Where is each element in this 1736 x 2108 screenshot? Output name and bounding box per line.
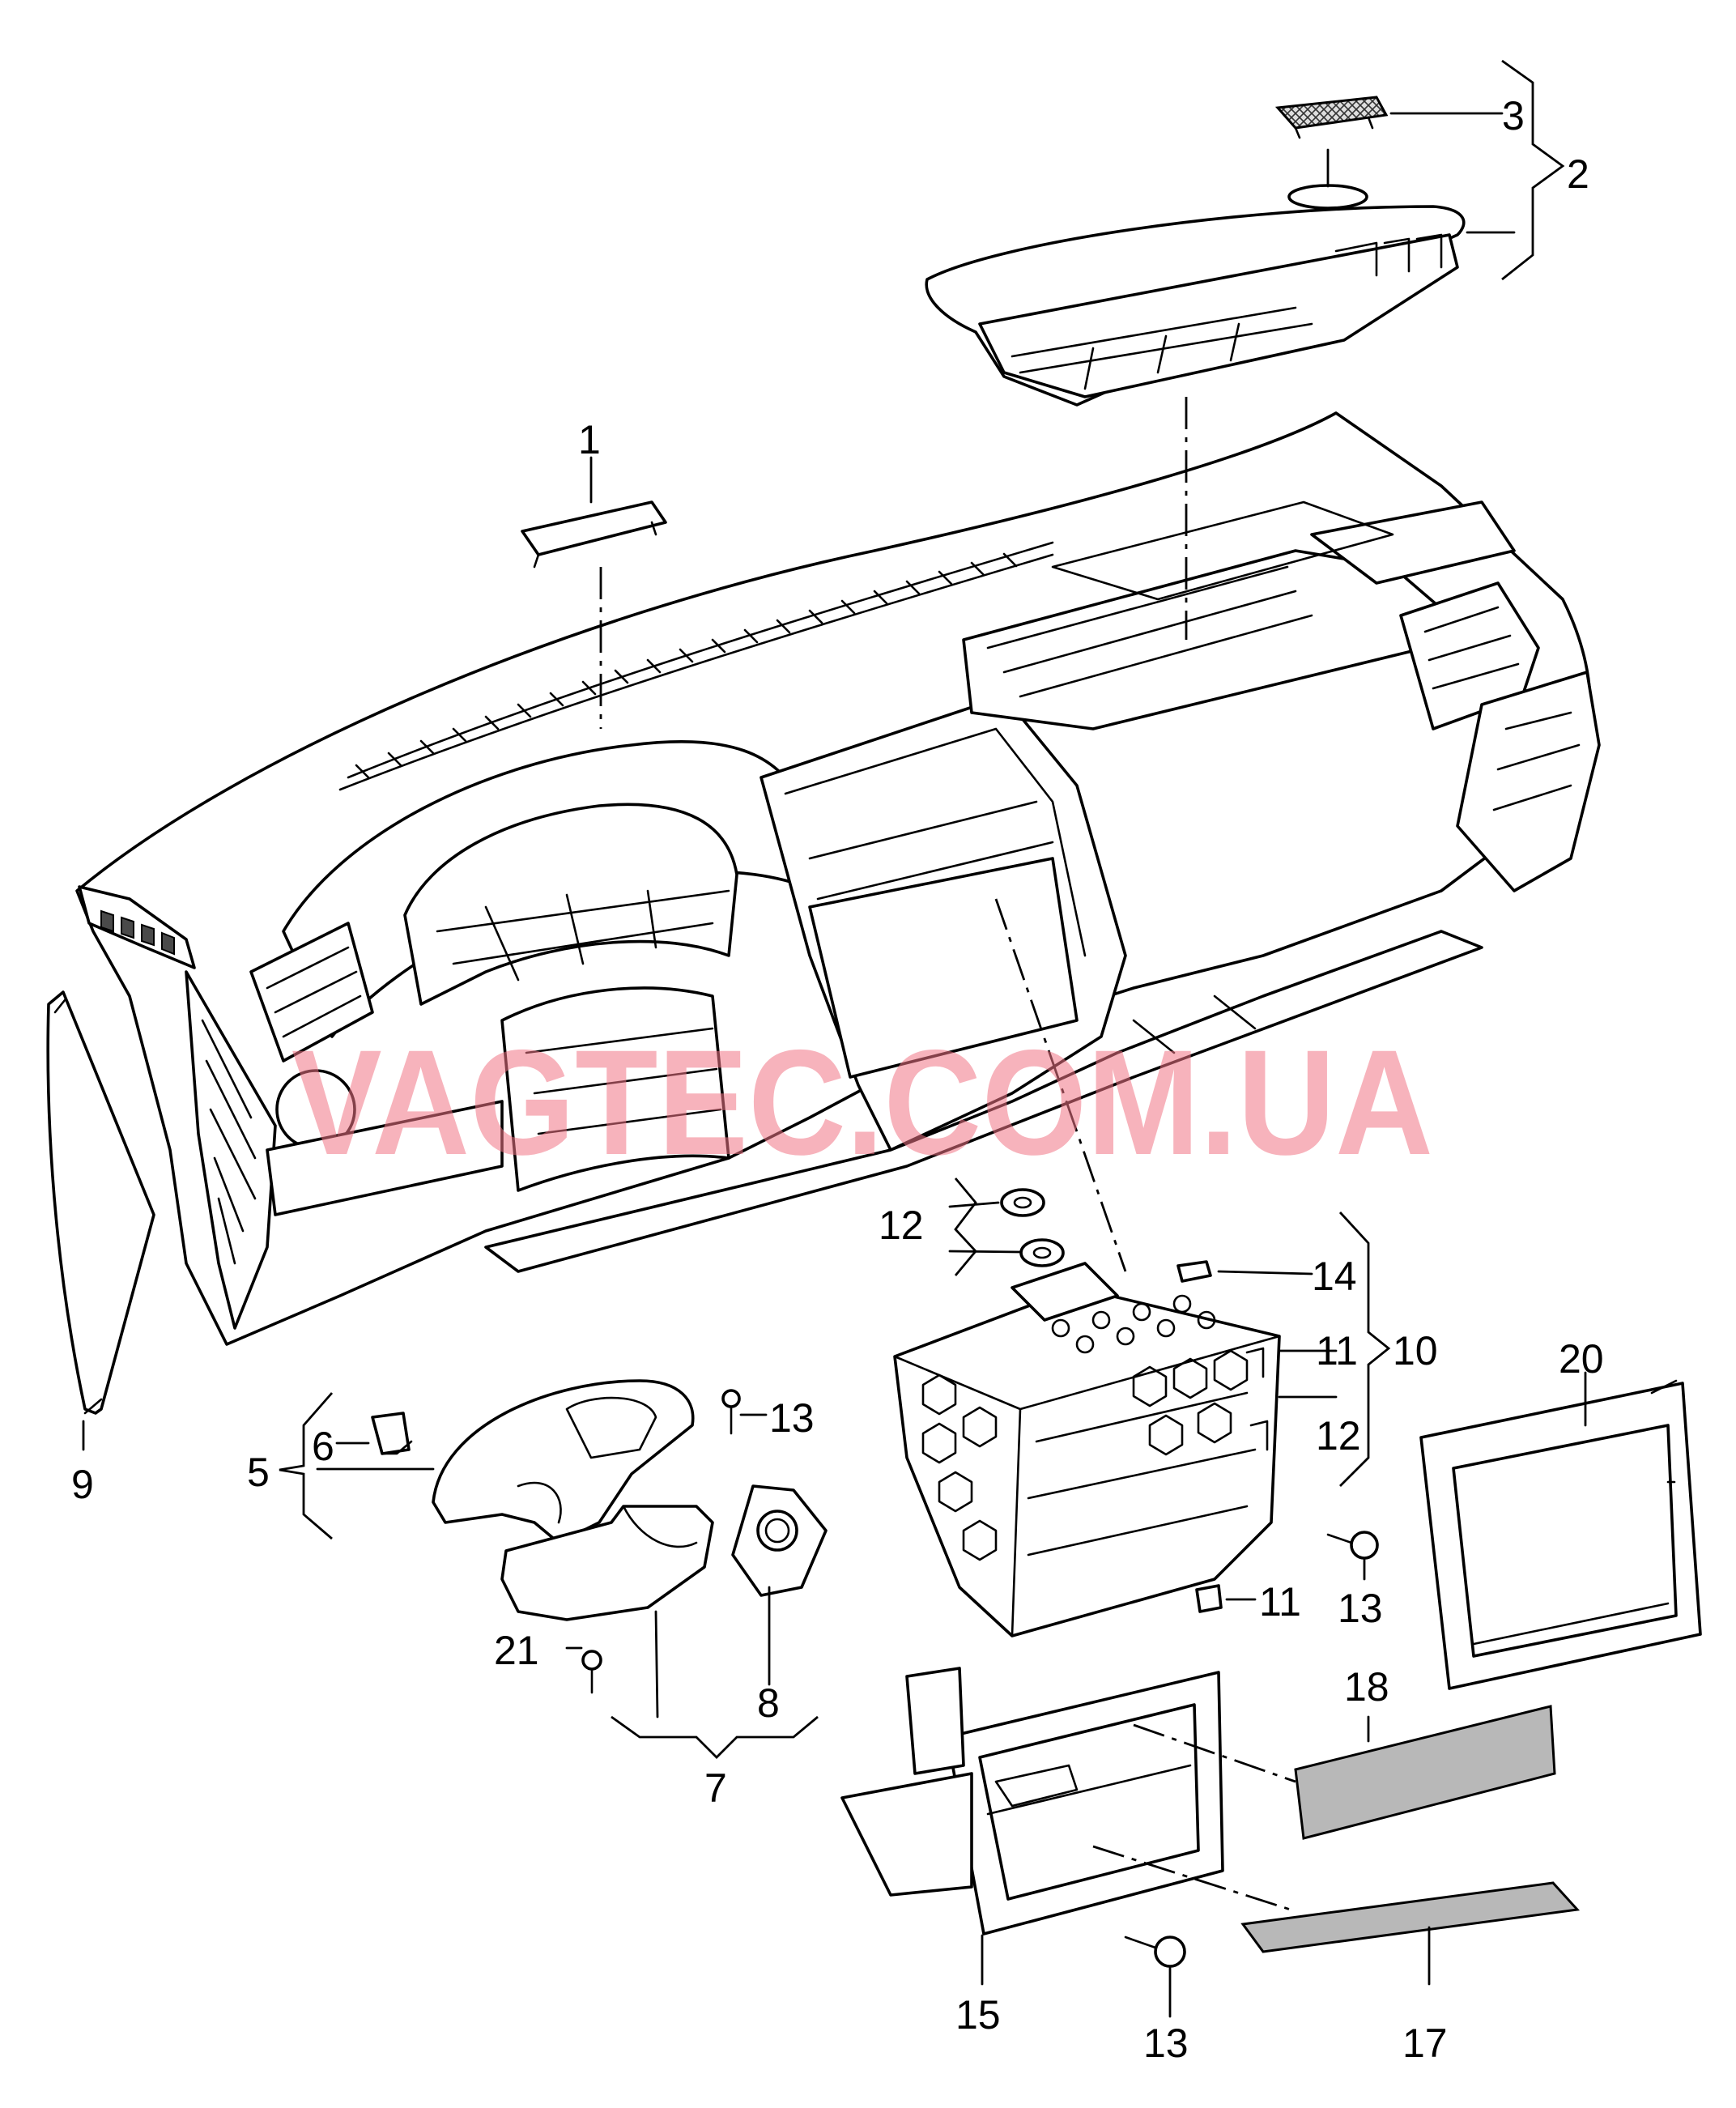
part-5-steering-column-upper-trim — [432, 1379, 695, 1544]
screw-13-column — [721, 1389, 741, 1435]
callout-9: 9 — [71, 1462, 94, 1507]
screw-13-bracket — [1326, 1531, 1379, 1560]
callout-17: 17 — [1402, 2021, 1448, 2066]
part-15-mounting-frame — [840, 1667, 1224, 1936]
part-8-ignition-surround — [731, 1484, 828, 1597]
callout-6: 6 — [312, 1424, 334, 1469]
callout-1: 1 — [578, 417, 601, 462]
part-10-radio-bracket — [893, 1262, 1281, 1637]
dashboard-panel — [75, 411, 1601, 1346]
screw-13-frame — [1124, 1936, 1186, 1968]
part-14-clip — [1176, 1260, 1212, 1283]
callout-12-washers: 12 — [879, 1203, 924, 1248]
callout-11-top: 11 — [1316, 1328, 1358, 1373]
part-11-nut — [1195, 1584, 1223, 1613]
callout-18: 18 — [1344, 1664, 1389, 1710]
callout-12-bracket: 12 — [1316, 1413, 1361, 1459]
callout-11-bottom: 11 — [1259, 1579, 1301, 1625]
callout-21: 21 — [494, 1628, 539, 1673]
part-6-clip — [371, 1412, 413, 1455]
callout-20: 20 — [1559, 1336, 1604, 1382]
callout-8: 8 — [757, 1680, 780, 1726]
callout-13-bracket: 13 — [1338, 1586, 1383, 1631]
part-3-speaker-grille — [1274, 96, 1389, 139]
callout-5: 5 — [247, 1450, 270, 1495]
screw-21 — [581, 1650, 602, 1694]
part-17-storage-tray — [1240, 1881, 1581, 1953]
assembly-lines — [599, 397, 1296, 1913]
part-18-blanking-cover — [1294, 1705, 1556, 1840]
callout-14: 14 — [1312, 1254, 1357, 1299]
watermark-text: VAGTEC.COM.UA — [291, 1020, 1433, 1186]
brace-lines — [279, 59, 1565, 1759]
callout-13-frame: 13 — [1143, 2021, 1189, 2066]
callout-3: 3 — [1502, 93, 1525, 138]
leader-lines — [82, 112, 1587, 2018]
callout-15: 15 — [955, 1992, 1001, 2038]
part-12-washer — [1000, 1188, 1065, 1267]
part-20-trim-frame — [1419, 1379, 1702, 1690]
part-2-display-cover — [925, 184, 1466, 407]
callout-7: 7 — [704, 1765, 727, 1811]
callout-10: 10 — [1393, 1328, 1438, 1373]
part-9-side-cover — [46, 990, 155, 1415]
part-7-steering-column-lower-trim — [500, 1505, 714, 1621]
callout-2: 2 — [1567, 151, 1589, 197]
callout-labels: 1 2 3 5 6 13 21 8 7 9 12 14 11 10 12 13 … — [71, 93, 1604, 2066]
callout-13-column: 13 — [769, 1395, 815, 1441]
part-1-trim-cover — [521, 500, 667, 569]
